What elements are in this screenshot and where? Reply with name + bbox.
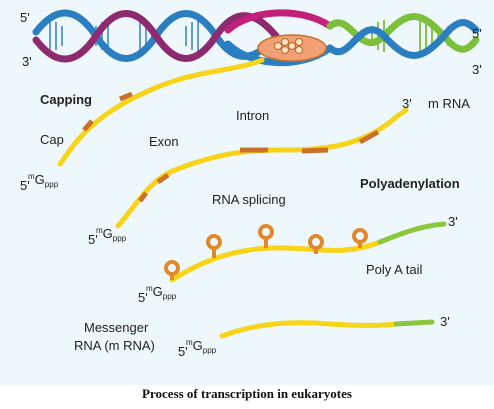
mature-mrna-tail xyxy=(393,319,435,327)
pre-mrna-strand xyxy=(115,107,409,229)
nascent-rna-strand xyxy=(57,57,265,167)
dna-bubble-top xyxy=(224,9,334,34)
label-messenger-rna: RNA (m RNA) xyxy=(74,338,155,353)
dna-helix xyxy=(32,9,480,67)
dna-strand-green xyxy=(326,13,480,53)
nascent-rna-exons xyxy=(82,91,133,132)
mature-mrna-strand xyxy=(219,320,399,339)
label-intron: Intron xyxy=(236,108,269,123)
label-polyadenylation: Polyadenylation xyxy=(360,176,460,191)
dna-5-prime-left: 5' xyxy=(20,10,30,25)
dna-strand-purple xyxy=(32,10,280,63)
dna-3-prime-right: 3' xyxy=(472,62,482,77)
label-capping: Capping xyxy=(40,92,92,107)
polymerase-subunits xyxy=(274,38,303,54)
dna-3-prime-left: 3' xyxy=(22,54,32,69)
cap-g-3: mGppp xyxy=(146,284,177,301)
dna-base-pairs xyxy=(49,20,199,52)
label-cap: Cap xyxy=(40,132,64,147)
transcription-diagram: 5' 3' 5' 3' Capping Cap 5' mGppp Exon In… xyxy=(20,9,482,359)
poly-a-strand xyxy=(169,239,383,283)
cap-5-prime-1: 5' xyxy=(20,178,30,193)
cap-5-prime-4: 5' xyxy=(178,344,188,359)
figure-caption: Process of transcription in eukaryotes xyxy=(142,386,352,401)
cap-5-prime-3: 5' xyxy=(138,290,148,305)
cap-g-1: mGppp xyxy=(28,172,59,189)
poly-a-3-prime: 3' xyxy=(448,214,458,229)
dna-5-prime-right: 5' xyxy=(472,26,482,41)
cap-5-prime-2: 5' xyxy=(88,232,98,247)
label-m-rna: m RNA xyxy=(428,96,470,111)
mrna-3-prime: 3' xyxy=(440,314,450,329)
label-exon: Exon xyxy=(149,134,179,149)
pre-mrna-markers xyxy=(138,129,380,203)
pre-mrna-3-prime: 3' xyxy=(402,96,412,111)
cap-g-4: mGppp xyxy=(186,338,217,355)
dna-strand-blue-right xyxy=(326,19,480,59)
label-messenger: Messenger xyxy=(84,320,149,335)
poly-a-tail xyxy=(377,221,447,245)
label-rna-splicing: RNA splicing xyxy=(212,192,286,207)
cap-g-2: mGppp xyxy=(96,226,127,243)
label-poly-a-tail: Poly A tail xyxy=(366,262,422,277)
splice-rings xyxy=(164,224,368,280)
